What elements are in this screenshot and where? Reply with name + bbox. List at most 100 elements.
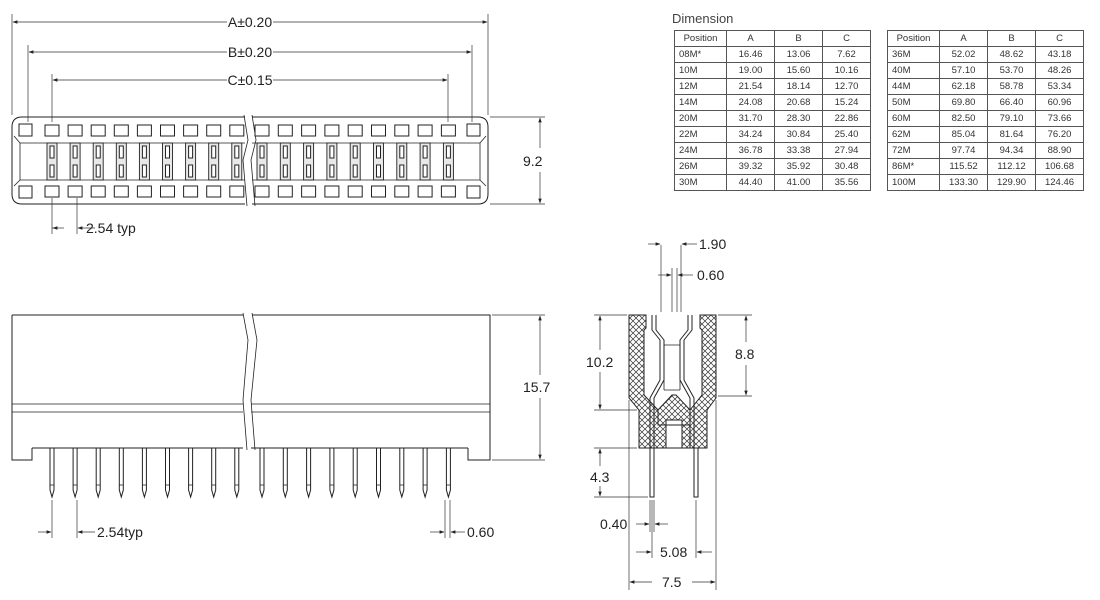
- contact-cavity: [349, 142, 361, 181]
- pin: [165, 448, 170, 499]
- cell-position: 62M: [887, 126, 940, 143]
- header-a: A: [939, 30, 988, 47]
- contact-pin-lower: [329, 164, 335, 178]
- contact-slot-bottom: [206, 185, 222, 198]
- cell-c: 48.26: [1035, 62, 1084, 79]
- cell-c: 15.24: [822, 94, 871, 111]
- contact-slot-top: [347, 124, 363, 137]
- contact-pin-upper: [306, 145, 312, 159]
- cell-position: 14M: [674, 94, 727, 111]
- pin: [259, 448, 265, 499]
- contact-slot-bottom: [347, 185, 363, 198]
- contact-slot-top: [206, 124, 222, 137]
- cell-c: 27.94: [822, 142, 871, 159]
- cell-a: 34.24: [726, 126, 775, 143]
- cell-position: 20M: [674, 110, 727, 127]
- cell-a: 82.50: [939, 110, 988, 127]
- contact-slot-top: [371, 124, 386, 137]
- header-a: A: [726, 30, 775, 47]
- header-position: Position: [887, 30, 940, 47]
- contact-cavity: [231, 142, 243, 181]
- contact-pin-upper: [234, 145, 240, 159]
- contact-cavity: [185, 142, 197, 181]
- front-pin-width-label: 0.60: [467, 524, 494, 540]
- contact-cavity: [419, 142, 431, 181]
- dim-a-label: A±0.20: [228, 14, 272, 30]
- contact-pin-lower: [234, 164, 240, 178]
- contact-cavity: [396, 142, 408, 181]
- front-pitch-label: 2.54typ: [97, 524, 143, 540]
- cell-position: 22M: [674, 126, 727, 143]
- contact-slot-bottom: [440, 185, 456, 198]
- contact-pin-upper: [141, 145, 147, 159]
- cell-a: 36.78: [726, 142, 775, 159]
- contact-pin-lower: [211, 164, 217, 178]
- contact-slot-bottom: [394, 185, 410, 198]
- pin: [72, 448, 78, 499]
- contact-cavity: [279, 142, 291, 181]
- front-view: 15.7 2.54typ 0.60: [11, 312, 550, 540]
- cell-c: 88.90: [1035, 142, 1084, 159]
- contact-slot-bottom: [371, 185, 386, 198]
- front-height-label: 15.7: [523, 379, 550, 395]
- contact-pin-lower: [95, 164, 101, 178]
- contact-pin-upper: [352, 145, 358, 159]
- cell-position: 30M: [674, 174, 727, 191]
- contact-slot-bottom: [324, 185, 340, 198]
- cell-c: 7.62: [822, 46, 871, 63]
- pin: [282, 448, 288, 499]
- side-pin-thickness-label: 0.40: [600, 516, 627, 532]
- side-body-height-label: 10.2: [586, 354, 613, 370]
- contact-slot-top: [160, 124, 175, 137]
- contact-pin-upper: [376, 145, 381, 159]
- pin: [188, 448, 194, 499]
- cell-a: 62.18: [939, 78, 988, 95]
- cell-a: 57.10: [939, 62, 988, 79]
- cell-position: 12M: [674, 78, 727, 95]
- cell-c: 53.34: [1035, 78, 1084, 95]
- contact-slot-top: [183, 124, 199, 137]
- contact-pin-lower: [352, 164, 358, 178]
- contact-slot-top: [301, 124, 317, 137]
- cell-b: 15.60: [774, 62, 823, 79]
- contact-pin-upper: [118, 145, 124, 159]
- cell-c: 12.70: [822, 78, 871, 95]
- contact-slot-bottom: [277, 185, 293, 198]
- cell-a: 24.08: [726, 94, 775, 111]
- contact-cavity: [92, 142, 104, 181]
- cell-b: 66.40: [987, 94, 1036, 111]
- side-row-spacing-label: 5.08: [660, 544, 687, 560]
- cell-c: 43.18: [1035, 46, 1084, 63]
- cell-b: 112.12: [987, 158, 1036, 175]
- contact-pin-lower: [141, 164, 147, 178]
- cell-b: 28.30: [774, 110, 823, 127]
- contact-slot-top: [44, 124, 60, 137]
- cell-c: 124.46: [1035, 174, 1084, 191]
- contact-cavity: [46, 142, 58, 181]
- cell-b: 129.90: [987, 174, 1036, 191]
- cell-a: 85.04: [939, 126, 988, 143]
- contact-slot-bottom: [160, 185, 175, 198]
- cell-position: 40M: [887, 62, 940, 79]
- contact-slot-bottom: [136, 185, 152, 198]
- cell-b: 35.92: [774, 158, 823, 175]
- contact-pin-upper: [399, 145, 405, 159]
- cell-b: 94.34: [987, 142, 1036, 159]
- contact-pin-lower: [72, 164, 78, 178]
- side-overall-width-label: 7.5: [662, 574, 682, 590]
- contact-pin-upper: [329, 145, 335, 159]
- dimension-title: Dimension: [672, 11, 734, 26]
- cell-position: 50M: [887, 94, 940, 111]
